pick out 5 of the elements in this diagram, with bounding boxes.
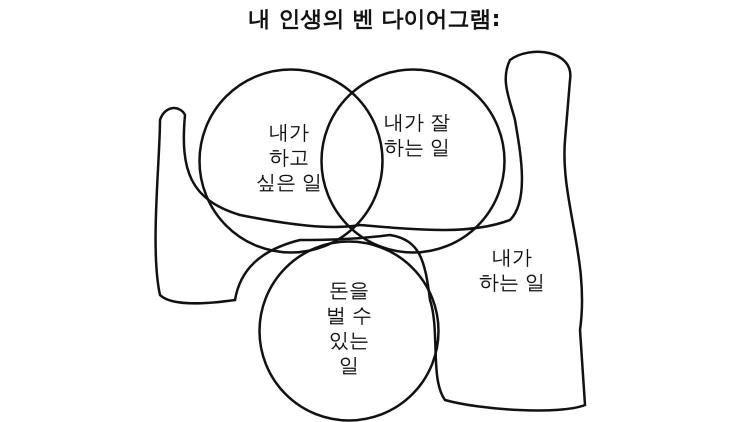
set-label: 내가 잘 하는 일 bbox=[382, 110, 452, 160]
set-label: 내가 하는 일 bbox=[478, 245, 546, 295]
set-label: 돈을 벌 수 있는 일 bbox=[324, 278, 374, 378]
diagram-title: 내 인생의 벤 다이어그램: bbox=[248, 6, 502, 34]
set-label: 내가 하고 싶은 일 bbox=[254, 120, 324, 195]
